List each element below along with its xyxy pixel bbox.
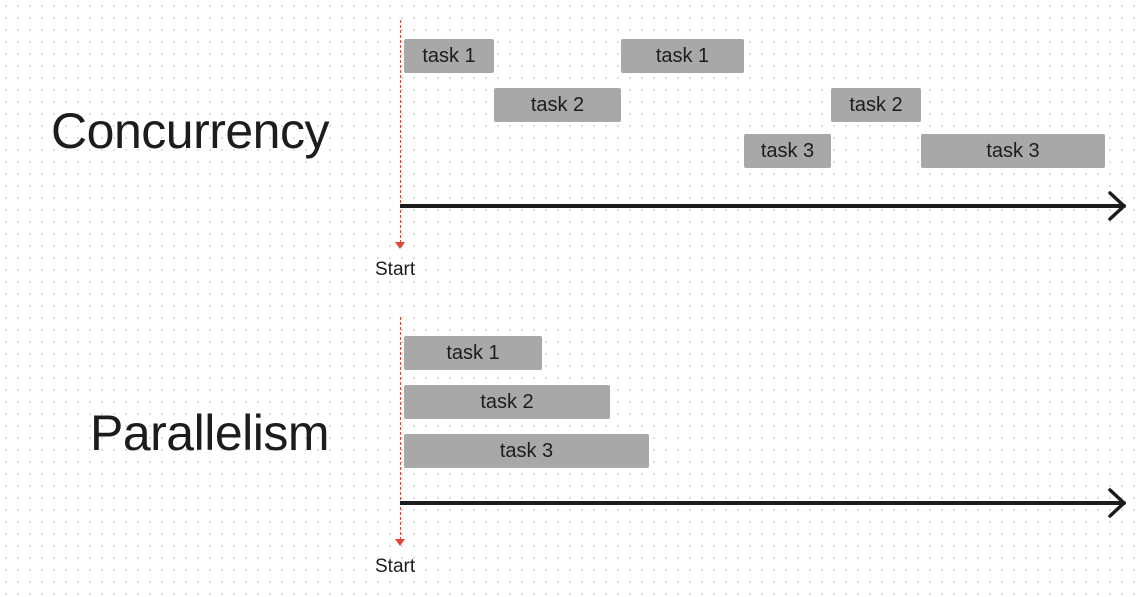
concurrency-task-1-slot-1: task 1 [404, 39, 494, 73]
concurrency-task-2-slot-2: task 2 [831, 88, 921, 122]
parallelism-task-2: task 2 [404, 385, 610, 419]
concurrency-start-line [400, 20, 401, 243]
concurrency-task-3-slot-2: task 3 [921, 134, 1105, 168]
concurrency-time-axis-arrowhead [1108, 191, 1126, 221]
parallelism-section: Parallelism Start task 1 task 2 task 3 [0, 297, 1141, 597]
parallelism-start-arrowhead [395, 539, 405, 546]
parallelism-task-3: task 3 [404, 434, 649, 468]
concurrency-start-label: Start [375, 259, 416, 280]
concurrency-section: Concurrency Start task 1 task 1 task 2 t… [51, 20, 1126, 280]
concurrency-title: Concurrency [51, 103, 329, 159]
parallelism-task-1: task 1 [404, 336, 542, 370]
parallelism-start-label: Start [375, 556, 416, 577]
parallelism-time-axis [400, 488, 1126, 518]
concurrency-task-1-slot-2: task 1 [621, 39, 744, 73]
concurrency-time-axis [400, 191, 1126, 221]
concurrency-start-arrowhead [395, 242, 405, 249]
concurrency-task-3-slot-1: task 3 [744, 134, 831, 168]
parallelism-title: Parallelism [89, 405, 330, 461]
concurrency-task-2-slot-1: task 2 [494, 88, 621, 122]
parallelism-start-line [400, 317, 401, 540]
parallelism-time-axis-arrowhead [1108, 488, 1126, 518]
